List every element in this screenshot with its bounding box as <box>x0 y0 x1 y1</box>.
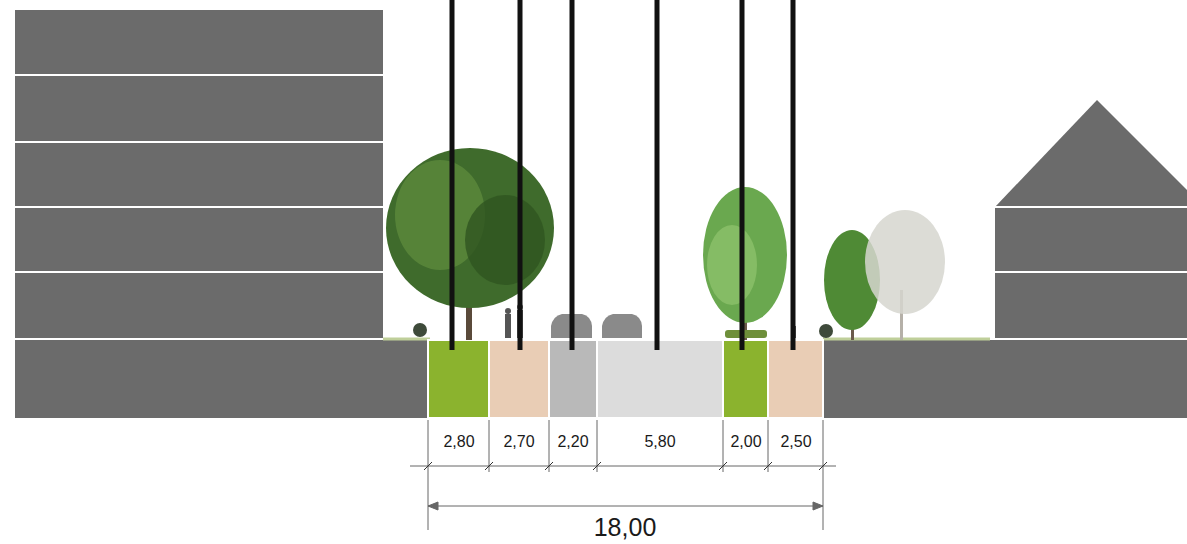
dimension-label: 2,20 <box>556 434 589 450</box>
marker-lines <box>452 0 793 350</box>
street-bands <box>428 340 823 418</box>
total-width: 18,00 <box>593 515 658 540</box>
dimension-label: 2,80 <box>442 434 475 450</box>
dimension-label: 2,70 <box>502 434 535 450</box>
ground <box>15 340 428 418</box>
ground <box>823 340 1187 418</box>
people-cars <box>505 304 796 338</box>
dimension-label: 5,80 <box>643 434 676 450</box>
right-house <box>823 100 1187 340</box>
left-building <box>15 10 428 340</box>
dimension-lines <box>410 420 836 530</box>
dimension-label: 2,50 <box>779 434 812 450</box>
trees <box>386 148 945 340</box>
dimension-label: 2,00 <box>729 434 762 450</box>
